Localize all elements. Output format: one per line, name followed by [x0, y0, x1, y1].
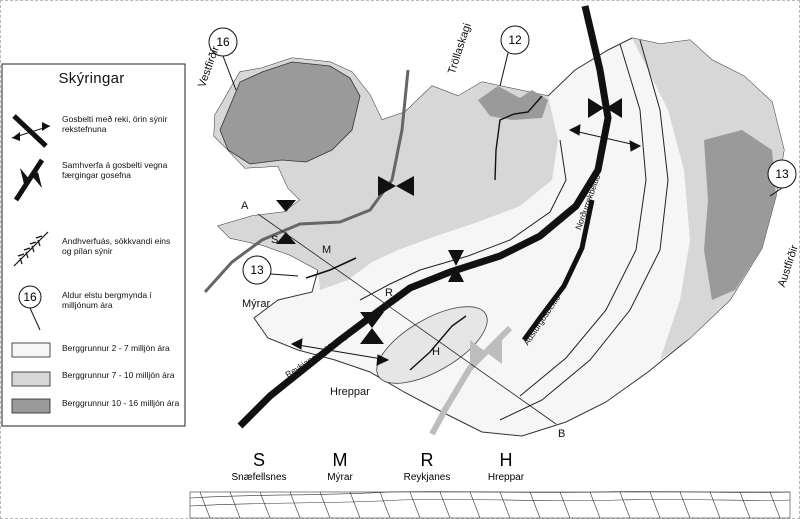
point-r: R: [385, 287, 393, 299]
section-letter-s: S: [252, 450, 265, 470]
legend-item-age: Aldur elstu bergmynda í milljónum ára: [62, 290, 152, 311]
belt-nordur: [237, 5, 612, 429]
symmetry-marker-gray: [470, 340, 502, 364]
belt-austur-south: [429, 325, 513, 436]
point-s: S: [271, 234, 279, 246]
section-letter-m: M: [332, 450, 348, 470]
section-letter-r: R: [420, 450, 434, 470]
section-letter-h: H: [499, 450, 513, 470]
label-hreppar: Hreppar: [330, 386, 370, 398]
age-circle-trollaskagi: [500, 25, 530, 55]
legend-item-drift: Gosbelti með reki, örin sýnir rekstefnun…: [62, 114, 168, 135]
point-h: H: [432, 346, 440, 358]
zone-boundary-2: [499, 39, 669, 421]
section-name-snaefellsnes: Snæfellsnes: [231, 472, 287, 483]
legend-title: Skýringar: [58, 70, 125, 87]
age-circle-myrar: [242, 255, 272, 285]
age-number-trollaskagi: 12: [508, 33, 522, 47]
bedrock-10-16-austfirdir: [704, 130, 776, 300]
label-myrar: Mýrar: [242, 298, 271, 310]
section-name-hreppar: Hreppar: [487, 472, 525, 483]
legend-symbol-drift: [11, 114, 51, 148]
legend-swatch-mid: [11, 371, 51, 387]
legend-item-mid: Berggrunnur 7 - 10 milljón ára: [62, 370, 175, 380]
legend-item-symmetry: Samhverfa á gosbelti vegna færgingar gos…: [62, 160, 168, 181]
zone-boundary-3: [519, 43, 647, 397]
age-number-austfirdir: 13: [775, 167, 789, 181]
age-number-myrar: 13: [250, 263, 264, 277]
drift-arrow-north: [568, 124, 642, 152]
bedrock-10-16-trollaskagi: [478, 86, 548, 120]
legend-item-old: Berggrunnur 10 - 16 milljón ára: [62, 398, 180, 408]
legend-item-young: Berggrunnur 2 - 7 milljón ára: [62, 343, 170, 353]
zone-boundary-1: [359, 139, 567, 301]
legend-symbol-anticline: [13, 231, 49, 267]
belt-snaefellsnes: [203, 69, 410, 294]
symmetry-markers: [276, 98, 622, 344]
legend-box: [1, 63, 186, 427]
belt-austur-north: [521, 199, 595, 342]
age-number-vestfirdir: 16: [216, 35, 230, 49]
legend-item-anticline: Andhverfuás, sökkvandi eins og pílan sýn…: [62, 236, 171, 257]
drift-arrow-reykjanes: [290, 338, 390, 366]
legend-symbol-symmetry: [13, 158, 45, 202]
point-m: M: [322, 244, 332, 256]
section-name-myrar: Mýrar: [327, 472, 353, 483]
anticline-hreppar: [409, 315, 467, 371]
legend-swatch-old: [11, 398, 51, 414]
point-a: A: [241, 200, 249, 212]
legend-swatch-young: [11, 342, 51, 358]
section-line: [257, 213, 557, 425]
anticline-myrar: [305, 257, 357, 279]
bedrock-10-16-vestfirdir: [219, 61, 361, 165]
bedrock-hreppar: [376, 306, 488, 384]
section-name-reykjanes: Reykjanes: [403, 472, 451, 483]
legend-age-number: 16: [23, 290, 37, 304]
point-b: B: [558, 428, 566, 440]
cross-section-strip: [189, 491, 791, 519]
anticline-trollaskagi: [494, 95, 543, 181]
